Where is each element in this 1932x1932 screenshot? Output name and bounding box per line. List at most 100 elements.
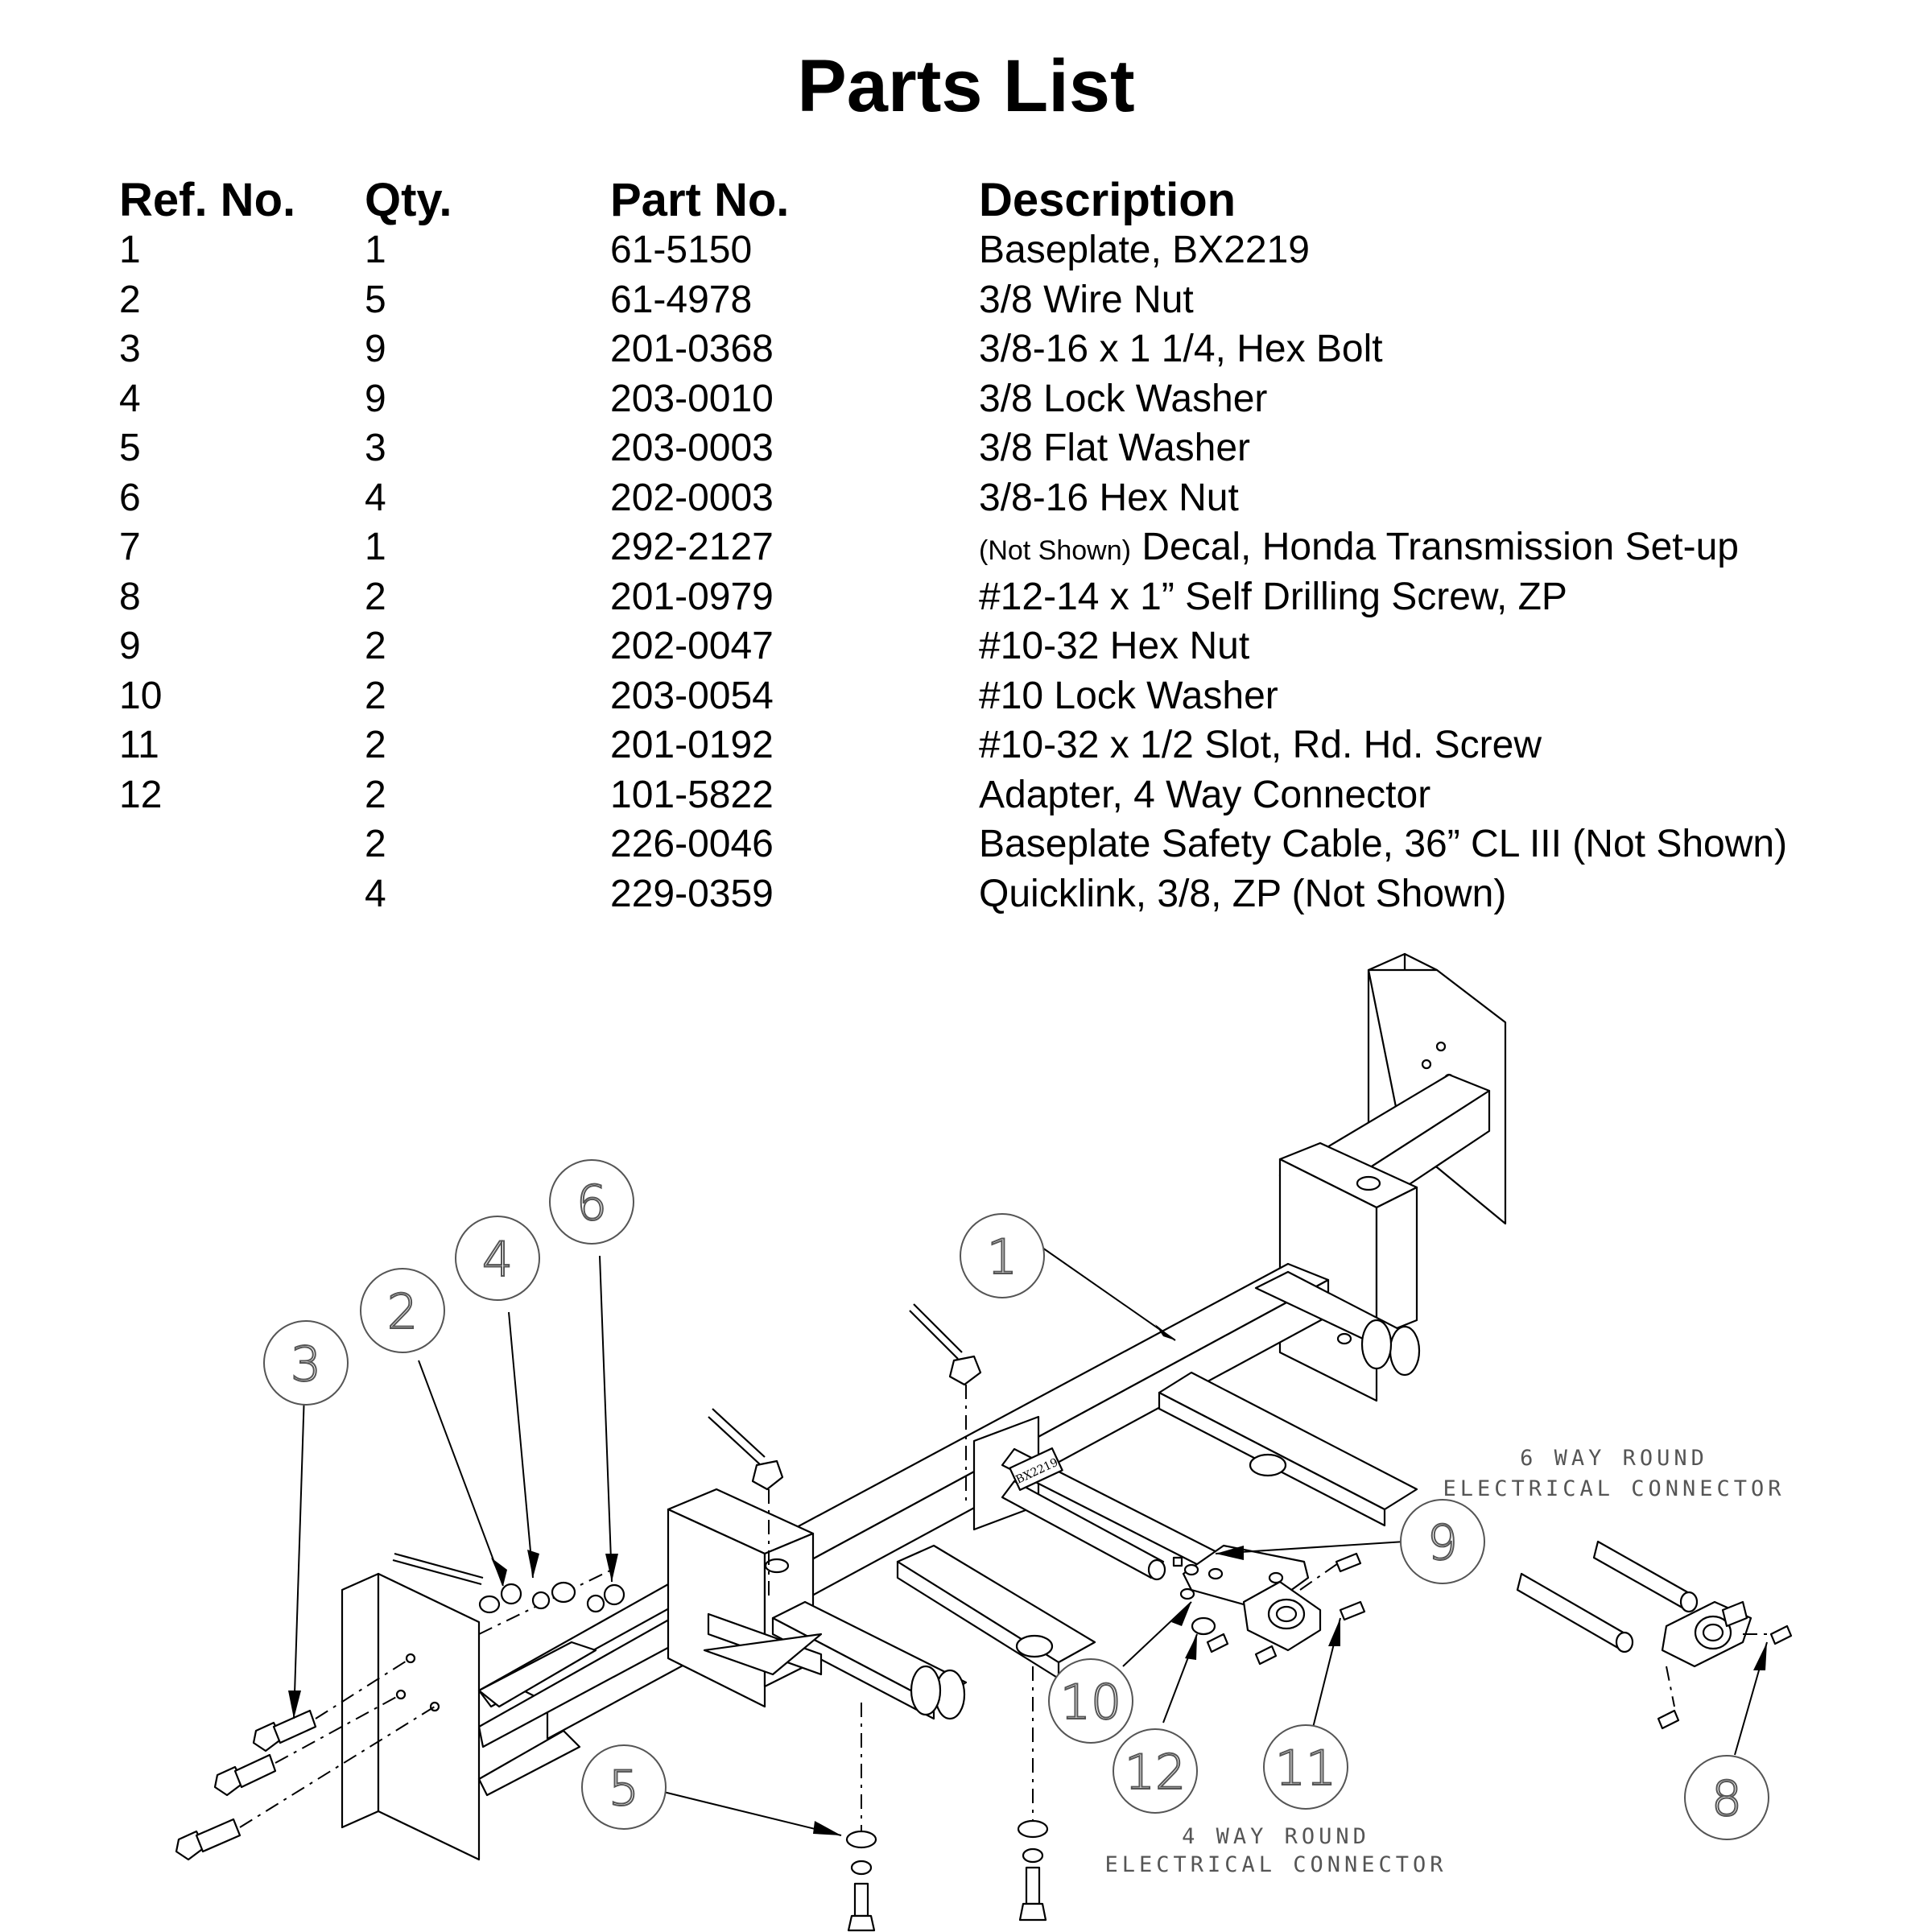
cell-qty: 2: [365, 674, 386, 717]
svg-text:11: 11: [1275, 1740, 1336, 1797]
cell-description: #10-32 x 1/2 Slot, Rd. Hd. Screw: [979, 723, 1864, 773]
cell-part-no: 61-4978: [610, 278, 753, 321]
header-part-no: Part No.: [610, 174, 790, 226]
svg-text:1: 1: [987, 1229, 1018, 1286]
cell-qty: 2: [365, 625, 386, 667]
cell-description: #10-32 Hex Nut: [979, 624, 1864, 674]
cell-description: Baseplate Safety Cable, 36” CL III (Not …: [979, 822, 1864, 872]
cell-ref-no: [119, 872, 365, 922]
callout-9: 9: [1400, 1499, 1485, 1584]
cell-ref-no: 12: [119, 773, 163, 816]
cell-qty: 4: [365, 872, 386, 915]
cell-ref-no: 1: [119, 229, 141, 271]
callout-12: 12: [1113, 1728, 1198, 1814]
cell-description: Quicklink, 3/8, ZP (Not Shown): [979, 872, 1864, 922]
callout-10: 10: [1048, 1658, 1133, 1744]
cell-description: Baseplate, BX2219: [979, 228, 1864, 278]
cell-qty: 2: [365, 823, 386, 865]
cell-description: (Not Shown) Decal, Honda Transmission Se…: [979, 525, 1864, 575]
description-text: Adapter, 4 Way Connector: [979, 773, 1431, 816]
description-text: #10-32 Hex Nut: [979, 625, 1250, 667]
cell-part-no: 202-0003: [610, 476, 774, 519]
cell-ref-no: 2: [119, 278, 141, 321]
bottom-hardware: [845, 1666, 1049, 1932]
cell-description: #12-14 x 1” Self Drilling Screw, ZP: [979, 575, 1864, 625]
callout-11: 11: [1263, 1724, 1348, 1810]
cell-qty: 1: [365, 229, 386, 271]
svg-text:2: 2: [387, 1284, 418, 1340]
cell-description: 3/8 Lock Washer: [979, 377, 1864, 427]
cell-part-no: 203-0003: [610, 427, 774, 469]
cell-qty: 5: [365, 278, 386, 321]
cell-ref-no: 10: [119, 674, 163, 717]
cell-part-no: 201-0368: [610, 328, 774, 370]
cell-part-no: 61-5150: [610, 229, 753, 271]
table-row: 10 2 203-0054 #10 Lock Washer: [119, 674, 1864, 724]
cell-qty: 1: [365, 526, 386, 568]
callout-6: 6: [549, 1159, 634, 1245]
description-text: 3/8 Flat Washer: [979, 427, 1251, 469]
page-title: Parts List: [797, 45, 1135, 127]
cell-description: 3/8-16 Hex Nut: [979, 476, 1864, 526]
cell-qty: 3: [365, 427, 386, 469]
cell-qty: 4: [365, 476, 386, 519]
header-ref-no: Ref. No.: [119, 174, 296, 226]
cell-description: 3/8-16 x 1 1/4, Hex Bolt: [979, 327, 1864, 377]
cell-ref-no: 7: [119, 526, 141, 568]
svg-text:8: 8: [1711, 1771, 1742, 1827]
description-text: Baseplate Safety Cable, 36” CL III (Not …: [979, 823, 1788, 865]
description-text: Quicklink, 3/8, ZP (Not Shown): [979, 872, 1507, 915]
description-text: #12-14 x 1” Self Drilling Screw, ZP: [979, 575, 1567, 618]
cell-qty: 9: [365, 328, 386, 370]
callout-5: 5: [581, 1744, 667, 1830]
svg-text:6: 6: [576, 1175, 607, 1232]
cell-qty: 2: [365, 724, 386, 766]
cell-ref-no: 6: [119, 476, 141, 519]
svg-text:4: 4: [482, 1232, 513, 1288]
table-row: 11 2 201-0192 #10-32 x 1/2 Slot, Rd. Hd. Sc…: [119, 723, 1864, 773]
cell-ref-no: 11: [119, 724, 159, 766]
table-row: 4 9 203-0010 3/8 Lock Washer: [119, 377, 1864, 427]
description-text: 3/8 Lock Washer: [979, 377, 1268, 420]
header-description: Description: [979, 174, 1236, 226]
cell-part-no: 229-0359: [610, 872, 774, 915]
cell-part-no: 292-2127: [610, 526, 774, 568]
cell-part-no: 226-0046: [610, 823, 774, 865]
cell-ref-no: 9: [119, 625, 141, 667]
description-text: Decal, Honda Transmission Set-up: [1141, 526, 1739, 568]
baseplate-frame: BX2219: [341, 952, 1507, 1861]
cell-part-no: 201-0192: [610, 724, 774, 766]
table-header-row: Ref. No. Qty. Part No. Description: [119, 173, 1864, 228]
leader-lines: [288, 1247, 1768, 1836]
callout-1: 1: [960, 1213, 1045, 1298]
cell-part-no: 203-0010: [610, 377, 774, 420]
cell-part-no: 101-5822: [610, 773, 774, 816]
cell-ref-no: [119, 822, 365, 872]
cell-qty: 2: [365, 575, 386, 618]
wire-nuts: [392, 1303, 982, 1602]
description-text: #10-32 x 1/2 Slot, Rd. Hd. Screw: [979, 724, 1542, 766]
cell-part-no: 202-0047: [610, 625, 774, 667]
svg-text:3: 3: [291, 1336, 321, 1393]
cell-part-no: 203-0054: [610, 674, 774, 717]
left-hardware: [175, 1569, 625, 1861]
description-text: #10 Lock Washer: [979, 674, 1278, 717]
description-text: Baseplate, BX2219: [979, 229, 1310, 271]
cell-qty: 9: [365, 377, 386, 420]
table-row: 7 1 292-2127 (Not Shown) Decal, Honda Trans…: [119, 525, 1864, 575]
callout-2: 2: [360, 1268, 445, 1353]
callout-3: 3: [263, 1320, 349, 1406]
cell-ref-no: 8: [119, 575, 141, 618]
cell-description: #10 Lock Washer: [979, 674, 1864, 724]
cell-ref-no: 4: [119, 377, 141, 420]
table-row: 1 1 61-5150 Baseplate, BX2219: [119, 228, 1864, 278]
label-4-way-line1: 4 WAY ROUND: [1182, 1824, 1370, 1849]
label-6-way-line1: 6 WAY ROUND: [1520, 1446, 1708, 1471]
four-way-connector: [1172, 1544, 1366, 1666]
svg-text:5: 5: [609, 1761, 639, 1817]
